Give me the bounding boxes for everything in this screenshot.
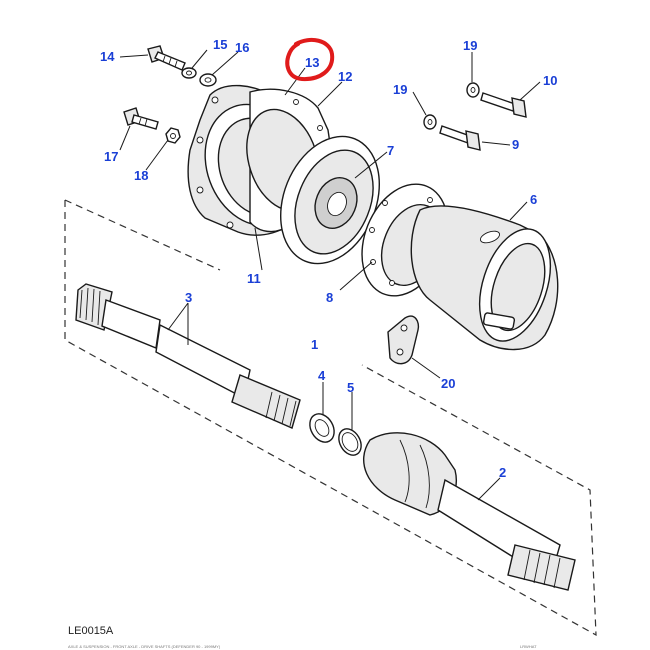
part-17-bolt — [123, 107, 159, 130]
callout-18: 18 — [134, 168, 148, 183]
callout-2: 2 — [499, 465, 506, 480]
highlight-ring-callout-13 — [285, 37, 335, 82]
part-6-swivel-housing — [410, 205, 559, 351]
callout-15: 15 — [213, 37, 227, 52]
callout-13: 13 — [305, 55, 319, 70]
leader-lines — [119, 49, 541, 501]
callout-20: 20 — [441, 376, 455, 391]
callout-17: 17 — [104, 149, 118, 164]
callout-3: 3 — [185, 290, 192, 305]
figure-reference: LE0015A — [68, 625, 114, 637]
callout-12: 12 — [338, 69, 352, 84]
part-10-bolt — [480, 92, 527, 118]
callout-6: 6 — [530, 192, 537, 207]
part-2-cv-joint-shaft — [362, 432, 576, 591]
callout-16: 16 — [235, 40, 249, 55]
part-18-nut — [165, 127, 181, 144]
callout-11: 11 — [247, 271, 261, 286]
callout-10: 10 — [543, 73, 557, 88]
callout-14: 14 — [100, 49, 115, 64]
callout-19-upper: 19 — [463, 38, 477, 53]
part-5-circlip — [338, 428, 362, 456]
callout-8: 8 — [326, 290, 333, 305]
part-3-inner-shaft — [75, 283, 301, 429]
callout-7: 7 — [387, 143, 394, 158]
part-9-bolt — [439, 125, 481, 151]
part-19-washer-upper — [466, 82, 480, 98]
callout-1: 1 — [311, 337, 318, 352]
part-14-bolt — [147, 45, 186, 71]
assembly-dashed-outline — [64, 199, 597, 637]
part-4-bearing-ring — [309, 413, 335, 443]
part-16-washer — [199, 73, 217, 87]
part-15-washer — [181, 67, 197, 79]
footer-right: LRWHAT — [520, 644, 537, 649]
callout-4: 4 — [318, 368, 326, 383]
callout-19-lower: 19 — [393, 82, 407, 97]
footer-caption: AXLE & SUSPENSION - FRONT AXLE - DRIVE S… — [68, 644, 221, 649]
callout-9: 9 — [512, 137, 519, 152]
part-20-bracket — [387, 315, 420, 365]
callout-5: 5 — [347, 380, 354, 395]
part-19-washer-lower — [423, 114, 437, 130]
